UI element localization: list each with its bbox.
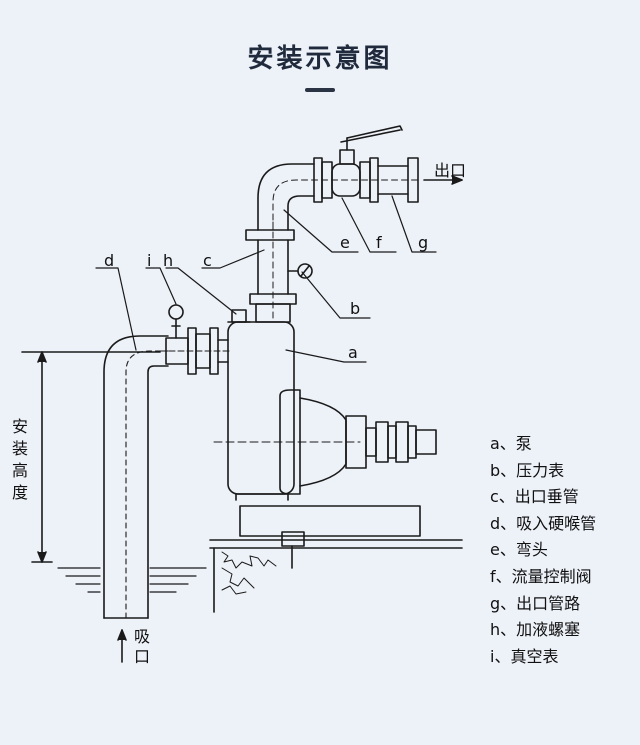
title-underline	[305, 88, 335, 92]
label-a: a	[348, 343, 358, 362]
pump-volute	[279, 389, 437, 495]
outlet-pipe	[377, 157, 463, 203]
height-label-char-4: 度	[12, 483, 28, 502]
height-dimension	[21, 351, 161, 563]
page-title: 安装示意图	[247, 44, 393, 74]
legend-item-g: g、出口管路	[490, 593, 581, 613]
water-surface	[57, 567, 207, 593]
suction-pipe	[103, 335, 169, 619]
legend-item-a: a、泵	[490, 434, 532, 453]
label-i: i	[147, 251, 151, 270]
label-b: b	[350, 299, 360, 318]
label-c: c	[203, 251, 212, 270]
label-f: f	[376, 233, 382, 252]
legend-item-i: i、真空表	[490, 646, 559, 666]
legend-item-b: b、压力表	[490, 460, 565, 480]
label-h: h	[163, 251, 173, 270]
height-label-char-3: 高	[12, 461, 28, 480]
height-label-char-2: 装	[12, 439, 28, 458]
inlet-label-char-1: 吸	[134, 627, 150, 646]
leader-lines	[95, 195, 437, 363]
legend-item-e: e、弯头	[490, 540, 548, 560]
label-d: d	[104, 251, 114, 270]
legend-item-h: h、加液螺塞	[490, 620, 581, 640]
outlet-vertical-pipe	[245, 221, 297, 323]
inlet-arrow	[117, 629, 127, 663]
legend-item-d: d、吸入硬喉管	[490, 513, 597, 533]
filling-plug	[227, 309, 251, 323]
outlet-label: 出口	[434, 161, 466, 180]
legend-item-c: c、出口垂管	[490, 487, 579, 507]
vacuum-gauge	[168, 304, 184, 339]
elbow	[257, 163, 421, 231]
suction-flange	[159, 327, 233, 375]
legend-list: a、泵 b、压力表 c、出口垂管 d、吸入硬喉管 e、弯头 f、流量控制阀 g、…	[490, 431, 596, 670]
inlet-label-char-2: 口	[134, 647, 150, 666]
label-g: g	[418, 233, 428, 252]
pump-base	[209, 505, 463, 613]
label-e: e	[340, 233, 350, 252]
flow-control-valve	[313, 125, 403, 203]
height-label-char-1: 安	[12, 417, 28, 436]
pressure-gauge	[287, 263, 313, 279]
legend-item-f: f、流量控制阀	[490, 566, 592, 586]
